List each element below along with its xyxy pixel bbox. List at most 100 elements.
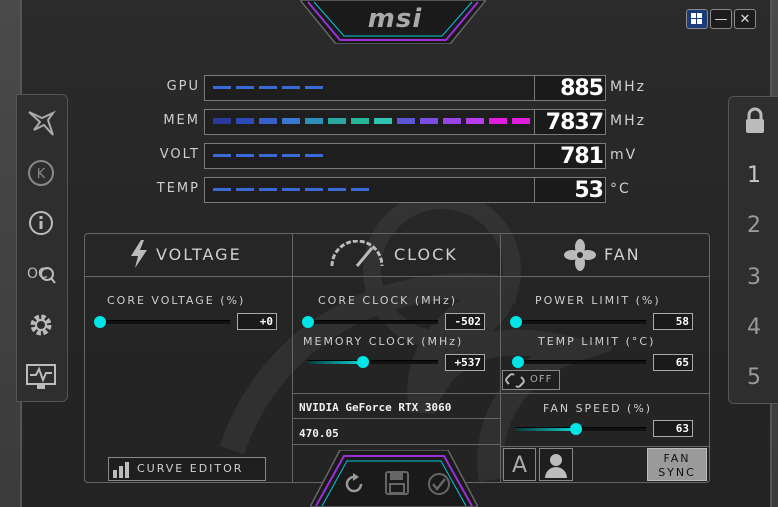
level-segment	[213, 86, 231, 89]
temp-level-bar	[204, 177, 536, 203]
level-segment	[282, 188, 300, 191]
slider-handle[interactable]	[302, 316, 314, 328]
k-boost-button[interactable]: K	[25, 157, 57, 189]
level-segment	[213, 118, 231, 124]
level-segment	[351, 188, 369, 191]
oc-scanner-button[interactable]: OC	[25, 257, 57, 289]
gpu-level-bar	[204, 75, 536, 101]
minimize-button[interactable]: —	[710, 9, 732, 29]
link-icon	[505, 373, 525, 388]
save-button[interactable]	[384, 470, 410, 496]
core-voltage-slider[interactable]	[94, 316, 230, 328]
level-segment	[282, 86, 300, 89]
gpu-unit: MHz	[610, 79, 646, 95]
level-segment	[305, 86, 323, 89]
level-segment	[512, 118, 530, 124]
power-limit-value[interactable]: 58	[653, 313, 693, 330]
slider-handle[interactable]	[512, 356, 524, 368]
level-segment	[213, 154, 231, 157]
windows-logo-icon	[691, 13, 702, 24]
link-state: OFF	[530, 374, 553, 385]
mem-level-bar	[204, 109, 536, 135]
level-segment	[236, 118, 254, 124]
fan-auto-button[interactable]: A	[503, 448, 536, 481]
profile-4-button[interactable]: 4	[747, 315, 761, 340]
close-icon: ✕	[739, 11, 751, 27]
divider	[292, 444, 500, 445]
lock-button[interactable]	[739, 105, 771, 137]
slider-handle[interactable]	[94, 316, 106, 328]
divider	[500, 233, 501, 483]
reset-button[interactable]	[342, 472, 366, 496]
divider	[84, 276, 710, 277]
divider	[292, 393, 710, 394]
fan-icon	[564, 239, 596, 271]
fan-speed-value[interactable]: 63	[653, 420, 693, 437]
fan-speed-slider[interactable]	[516, 423, 646, 435]
voltage-title: VOLTAGE	[156, 245, 242, 264]
info-icon	[29, 211, 53, 235]
hardware-monitor-button[interactable]	[25, 361, 57, 393]
level-segment	[282, 154, 300, 157]
level-segment	[236, 154, 254, 157]
volt-unit: mV	[610, 147, 638, 163]
kombustor-button[interactable]	[25, 107, 57, 139]
profile-1-button[interactable]: 1	[747, 163, 761, 188]
core-clock-slider[interactable]	[302, 316, 438, 328]
fan-sync-button[interactable]: FAN SYNC	[647, 448, 707, 481]
mem-value: 7837	[534, 109, 606, 135]
monitor-icon	[26, 364, 56, 389]
lock-icon	[746, 107, 764, 133]
level-segment	[420, 118, 438, 124]
level-segment	[489, 118, 507, 124]
memory-clock-value[interactable]: +537	[445, 354, 485, 371]
windows-start-button[interactable]	[686, 9, 708, 29]
temp-label: TEMP	[156, 181, 200, 196]
power-limit-label: POWER LIMIT (%)	[535, 294, 661, 307]
level-segment	[259, 118, 277, 124]
level-segment	[443, 118, 461, 124]
profile-5-button[interactable]: 5	[747, 365, 761, 390]
divider	[292, 233, 293, 483]
driver-version: 470.05	[299, 427, 339, 440]
volt-level-segments	[213, 154, 323, 157]
clock-title: CLOCK	[394, 245, 458, 264]
slider-handle[interactable]	[510, 316, 522, 328]
apply-button[interactable]	[427, 472, 451, 496]
level-segment	[374, 118, 392, 124]
level-segment	[305, 154, 323, 157]
close-button[interactable]: ✕	[734, 9, 756, 29]
msi-logo: msi	[367, 4, 423, 34]
left-sidebar: K OC	[16, 94, 68, 402]
profile-3-button[interactable]: 3	[747, 265, 761, 290]
core-clock-value[interactable]: -502	[445, 313, 485, 330]
volt-level-bar	[204, 143, 536, 169]
temp-limit-value[interactable]: 65	[653, 354, 693, 371]
fan-sync-line1: FAN	[663, 452, 691, 465]
gpu-label: GPU	[166, 79, 200, 94]
gear-icon	[30, 314, 52, 336]
level-segment	[259, 86, 277, 89]
curve-editor-button[interactable]: CURVE EDITOR	[108, 457, 266, 481]
svg-text:K: K	[37, 167, 46, 182]
settings-button[interactable]	[25, 309, 57, 341]
fan-user-button[interactable]	[539, 448, 573, 481]
slider-handle[interactable]	[356, 356, 369, 368]
slider-handle[interactable]	[569, 423, 582, 435]
temp-limit-slider[interactable]	[512, 356, 646, 368]
info-button[interactable]	[25, 207, 57, 239]
level-segment	[328, 118, 346, 124]
speedometer-icon	[330, 240, 384, 267]
power-limit-slider[interactable]	[510, 316, 646, 328]
oc-scanner-icon: OC	[27, 266, 56, 284]
gpu-name: NVIDIA GeForce RTX 3060	[299, 401, 452, 414]
temp-limit-label: TEMP LIMIT (°C)	[538, 335, 656, 348]
link-limits-toggle[interactable]: OFF	[502, 370, 560, 390]
mem-level-segments	[213, 118, 530, 124]
profile-2-button[interactable]: 2	[747, 213, 761, 238]
gpu-value: 885	[534, 75, 606, 101]
core-voltage-value[interactable]: +0	[237, 313, 277, 330]
temp-unit: °C	[610, 181, 631, 197]
mem-label: MEM	[163, 113, 200, 128]
memory-clock-slider[interactable]	[308, 356, 438, 368]
